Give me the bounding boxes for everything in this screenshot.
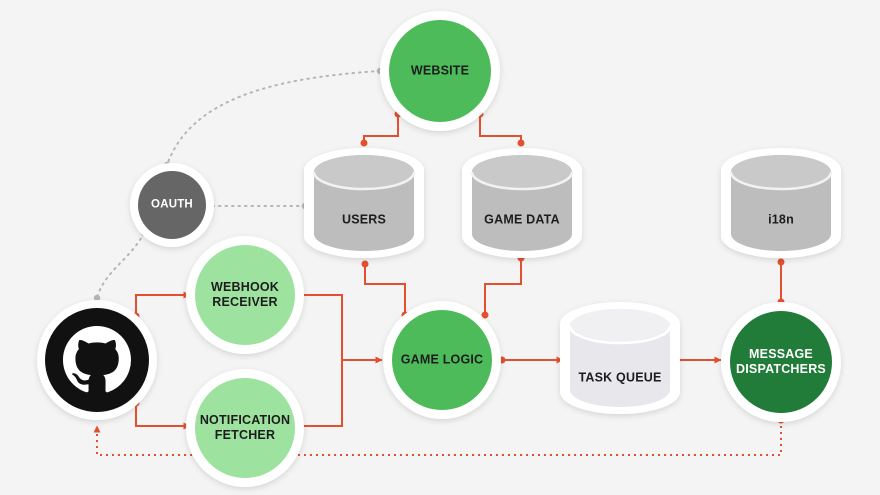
users-gamelogic-connector <box>364 264 406 315</box>
i18n-label: i18n <box>768 212 794 227</box>
notification-fetcher-label: NOTIFICATION FETCHER <box>199 413 291 442</box>
github-webhook-connector <box>135 291 191 316</box>
message-dispatchers-node <box>721 302 841 422</box>
message-dispatchers-label: MESSAGE DISPATCHERS <box>736 347 826 376</box>
website-label: WEBSITE <box>410 63 470 78</box>
game-logic-node <box>383 301 501 419</box>
dispatchers-github-return-connector <box>93 420 782 456</box>
oauth-connectors <box>96 70 381 299</box>
github-node <box>37 300 157 420</box>
users-database <box>304 148 424 258</box>
website-users-connector <box>363 114 399 143</box>
webhook-receiver-node <box>186 236 304 354</box>
website-node <box>380 11 500 131</box>
task-queue-database <box>560 302 680 414</box>
github-logo-icon <box>63 326 131 393</box>
oauth-node <box>130 163 214 247</box>
github-fetcher-connector <box>135 403 191 430</box>
oauth-github-connector <box>96 232 145 299</box>
game-logic-label: GAME LOGIC <box>400 352 484 367</box>
users-label: USERS <box>341 212 387 227</box>
task-queue-label: TASK QUEUE <box>578 370 662 385</box>
website-oauth-connector <box>166 70 381 166</box>
i18n-database <box>721 148 841 258</box>
webhook-gamelogic-connector <box>300 294 383 364</box>
website-gamedata-connector <box>479 114 522 143</box>
oauth-label: OAUTH <box>151 198 193 211</box>
fetcher-gamelogic-connector <box>300 360 343 427</box>
webhook-receiver-label: WEBHOOK RECEIVER <box>210 280 280 309</box>
game-data-database <box>462 148 582 258</box>
game-data-label: GAME DATA <box>484 212 560 227</box>
notification-fetcher-node <box>186 369 304 487</box>
gamedata-gamelogic-connector <box>484 258 522 315</box>
